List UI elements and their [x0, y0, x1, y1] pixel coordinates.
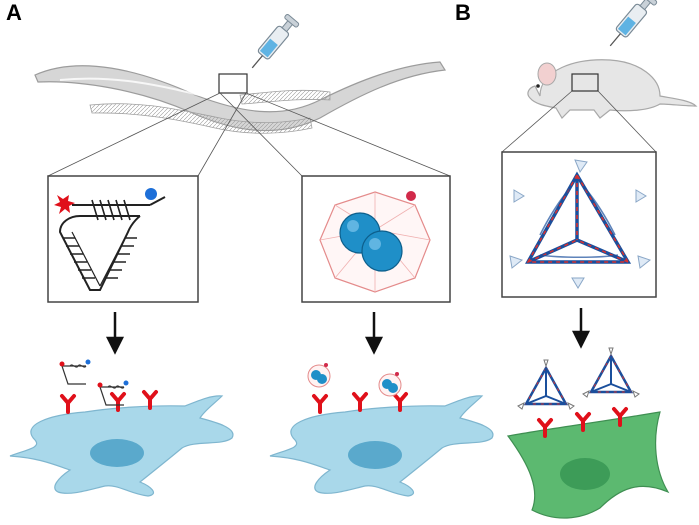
cell-1 — [9, 395, 234, 497]
dna-nanostructure-box-1 — [47, 175, 199, 303]
nanocage-mini-2 — [378, 371, 402, 397]
panel-label-b: B — [455, 0, 471, 25]
arrows-a — [105, 312, 384, 355]
worm-illustration — [34, 61, 447, 134]
tetrahedron-mini-2 — [581, 346, 641, 399]
nanocage-mini-1 — [307, 362, 331, 388]
syringe-icon-mouse — [603, 0, 659, 52]
cell-3 — [506, 411, 670, 519]
receptor-5 — [352, 392, 368, 412]
nanocage-box-2 — [301, 175, 451, 303]
worm-zoom-box — [218, 73, 248, 94]
cell-2 — [269, 395, 494, 497]
mouse-zoom-box — [571, 73, 599, 92]
dna-tetrahedron-box — [501, 151, 657, 298]
zoom-lines-b — [501, 90, 657, 153]
syringe-icon-worm — [245, 13, 301, 74]
hairpin-probe-1 — [59, 359, 91, 385]
panel-label-a: A — [6, 0, 22, 25]
quencher-dot — [145, 188, 157, 200]
arrow-b — [571, 308, 591, 349]
receptor-1 — [60, 394, 76, 414]
receptor-4 — [312, 394, 328, 414]
fluorophore-star-icon — [54, 195, 75, 214]
zoom-lines-a — [47, 92, 451, 177]
mouse-illustration — [527, 59, 698, 119]
tetrahedron-mini-1 — [516, 358, 576, 411]
ligand-dot — [406, 191, 416, 201]
hairpin-probe-2 — [97, 380, 129, 406]
